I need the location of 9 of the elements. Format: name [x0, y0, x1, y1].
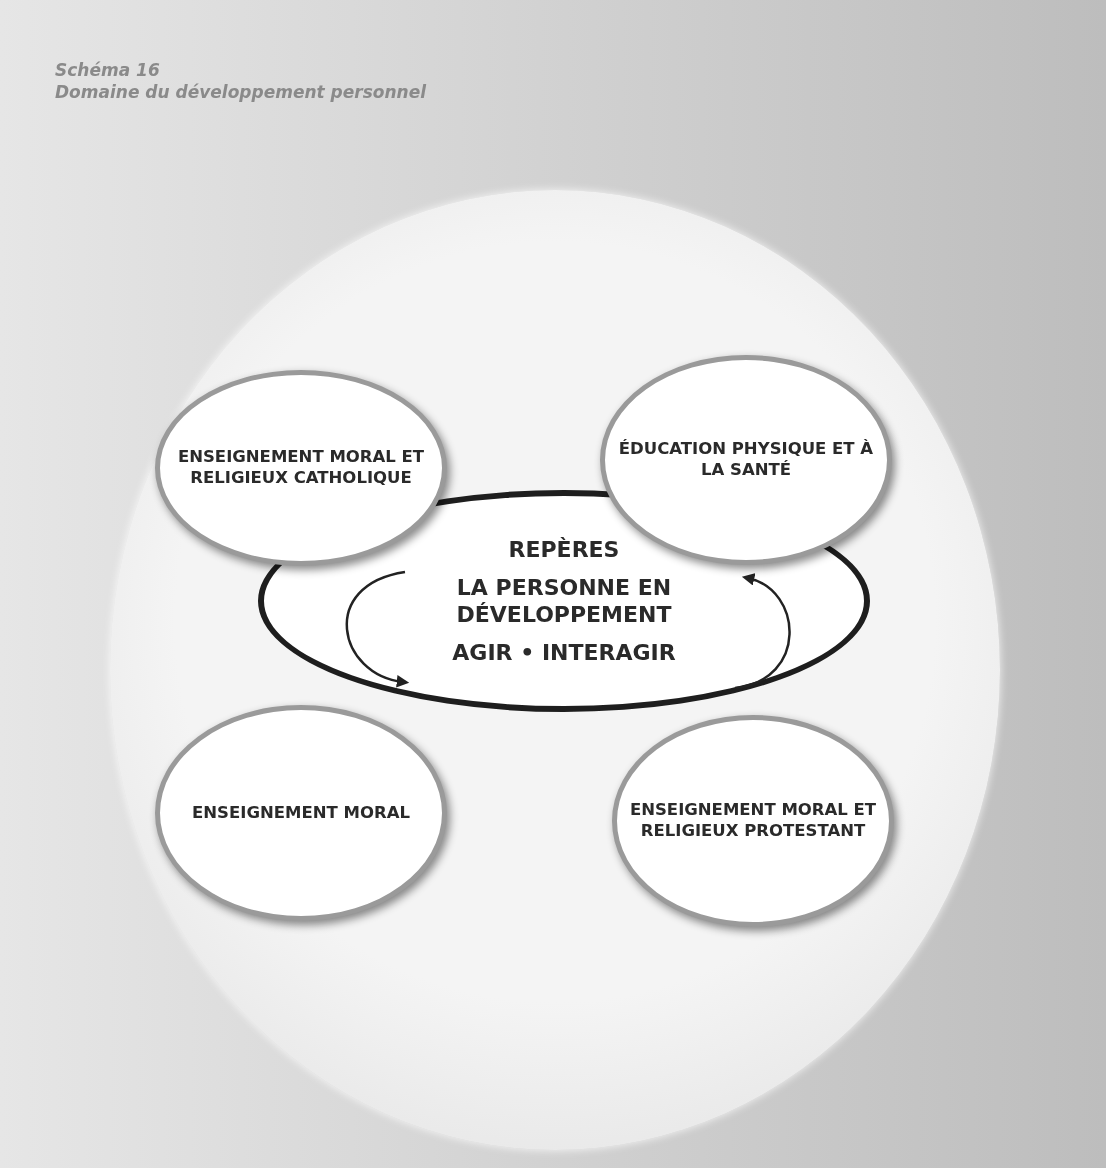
diagram-title: Schéma 16	[55, 60, 160, 80]
node-label: AGIR • INTERAGIR	[452, 638, 676, 666]
node-label: REPÈRES	[508, 536, 620, 564]
diagram-subtitle: Domaine du développement personnel	[55, 82, 427, 102]
node-label: LA PERSONNE EN DÉVELOPPEMENT	[455, 573, 673, 629]
node-label: ENSEIGNEMENT MORAL ET RELIGIEUX PROTESTANT	[629, 800, 877, 842]
node-label: ENSEIGNEMENT MORAL ET RELIGIEUX CATHOLIQUE	[176, 447, 426, 489]
node-label: ENSEIGNEMENT MORAL	[192, 802, 410, 824]
node-label: ÉDUCATION PHYSIQUE ET À LA SANTÉ	[617, 439, 875, 481]
